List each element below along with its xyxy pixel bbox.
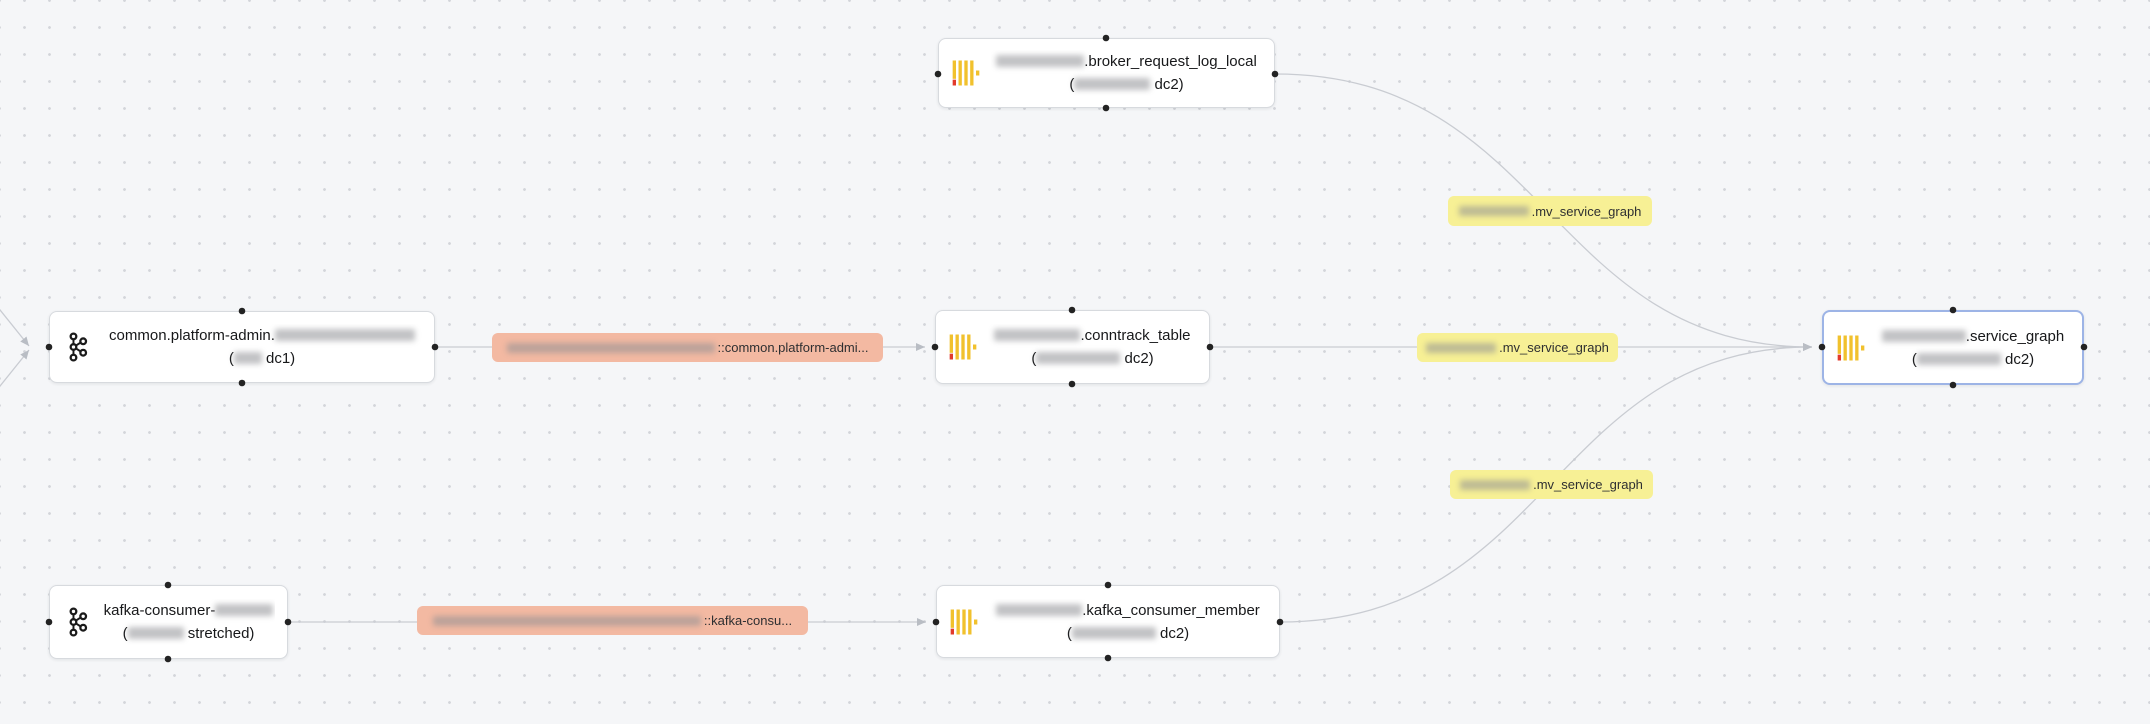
redacted-text <box>996 55 1085 67</box>
kafka-icon <box>62 331 92 363</box>
redacted-text <box>274 329 415 341</box>
edge-label-mv-service-graph-bottom[interactable]: .mv_service_graph <box>1450 470 1653 499</box>
redacted-text <box>1916 352 2001 365</box>
redacted-text <box>506 342 715 353</box>
redacted-text <box>233 352 262 364</box>
redacted-text <box>1460 479 1531 490</box>
edge-offscreen-bottom-to-common[interactable] <box>0 349 30 396</box>
clickhouse-icon <box>951 58 981 88</box>
edge-offscreen-top-to-common[interactable] <box>0 300 30 347</box>
redacted-text <box>1074 78 1151 90</box>
node-kafka-consumer-member[interactable]: .kafka_consumer_member ( dc2) <box>936 585 1280 658</box>
redacted-text <box>215 604 274 616</box>
node-label: .service_graph ( dc2) <box>1876 325 2070 371</box>
node-label: kafka-consumer- ( stretched) <box>102 599 275 645</box>
node-service-graph[interactable]: .service_graph ( dc2) <box>1822 310 2084 385</box>
node-label: .conntrack_table ( dc2) <box>988 324 1197 370</box>
redacted-text <box>1036 352 1121 364</box>
redacted-text <box>1426 342 1497 353</box>
node-label: .kafka_consumer_member ( dc2) <box>989 599 1267 645</box>
node-label: .broker_request_log_local ( dc2) <box>991 50 1262 96</box>
clickhouse-icon <box>948 332 978 362</box>
redacted-text <box>1458 206 1529 216</box>
clickhouse-icon <box>1836 333 1866 363</box>
redacted-text <box>1881 329 1966 342</box>
node-common-platform-admin[interactable]: common.platform-admin. ( dc1) <box>49 311 435 383</box>
edge-label-mv-service-graph-mid[interactable]: .mv_service_graph <box>1417 333 1618 362</box>
node-broker-request-log-local[interactable]: .broker_request_log_local ( dc2) <box>938 38 1275 108</box>
redacted-text <box>994 329 1081 341</box>
clickhouse-icon <box>949 607 979 637</box>
node-label: common.platform-admin. ( dc1) <box>102 324 422 370</box>
edge-label-mirror-kafka-consumer[interactable]: ::kafka-consu... <box>417 606 808 635</box>
redacted-text <box>127 627 184 639</box>
node-conntrack-table[interactable]: .conntrack_table ( dc2) <box>935 310 1210 384</box>
node-kafka-consumer[interactable]: kafka-consumer- ( stretched) <box>49 585 288 659</box>
redacted-text <box>1071 626 1156 639</box>
redacted-text <box>996 603 1083 616</box>
edge-label-mv-service-graph-top[interactable]: .mv_service_graph <box>1448 196 1652 226</box>
redacted-text <box>432 615 701 626</box>
edge-label-mirror-common[interactable]: ::common.platform-admi... <box>492 333 883 362</box>
kafka-icon <box>62 606 92 638</box>
